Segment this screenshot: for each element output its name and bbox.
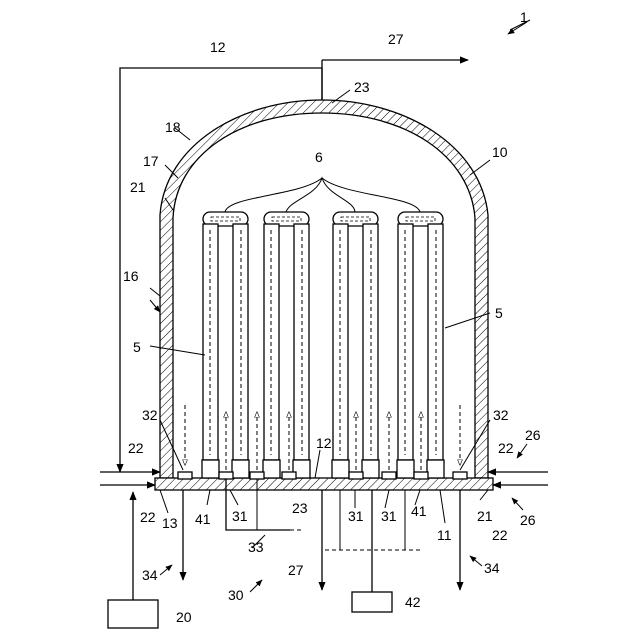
label-21-top: 21 xyxy=(130,179,146,195)
label-5-right: 5 xyxy=(495,305,503,321)
controller-box-42 xyxy=(352,592,392,612)
silicon-rod-pairs xyxy=(203,212,443,460)
label-11: 11 xyxy=(437,527,452,543)
label-6: 6 xyxy=(315,149,323,165)
label-27-top: 27 xyxy=(388,31,404,47)
label-31-c: 31 xyxy=(381,508,397,524)
label-32-left: 32 xyxy=(142,407,158,423)
label-26-right: 26 xyxy=(525,427,541,443)
label-5-left: 5 xyxy=(133,339,141,355)
label-13: 13 xyxy=(162,515,178,531)
label-22-lower-left: 22 xyxy=(140,509,156,525)
label-30: 30 xyxy=(228,587,244,603)
label-12-top: 12 xyxy=(210,39,226,55)
label-23-top: 23 xyxy=(354,79,370,95)
controller-box-20 xyxy=(108,600,158,628)
label-10: 10 xyxy=(492,144,508,160)
label-22-right: 22 xyxy=(498,440,514,456)
base-plate xyxy=(155,478,493,490)
label-17: 17 xyxy=(143,153,159,169)
label-16: 16 xyxy=(123,268,139,284)
rod-pair-3 xyxy=(333,212,378,460)
label-18: 18 xyxy=(165,119,181,135)
label-33: 33 xyxy=(248,539,264,555)
label-41-left: 41 xyxy=(195,511,211,527)
label-12-mid: 12 xyxy=(316,435,332,451)
label-42: 42 xyxy=(405,594,421,610)
label-32-right: 32 xyxy=(493,407,509,423)
label-31-b: 31 xyxy=(348,508,364,524)
label-31-a: 31 xyxy=(232,508,248,524)
label-22-lower-right: 22 xyxy=(492,527,508,543)
label-27-bottom: 27 xyxy=(288,562,304,578)
label-41-right: 41 xyxy=(411,503,427,519)
label-34-left: 34 xyxy=(142,567,158,583)
label-20: 20 xyxy=(176,609,192,625)
bracket-6 xyxy=(225,178,420,212)
rod-pair-4 xyxy=(398,212,443,460)
electrode-holders xyxy=(202,460,444,478)
rod-pair-1 xyxy=(203,212,248,460)
label-22-left: 22 xyxy=(128,440,144,456)
label-21-bottom: 21 xyxy=(477,508,493,524)
label-26-lower: 26 xyxy=(520,512,536,528)
label-34-right: 34 xyxy=(484,560,500,576)
rod-pair-2 xyxy=(264,212,309,460)
label-23-mid: 23 xyxy=(292,500,308,516)
